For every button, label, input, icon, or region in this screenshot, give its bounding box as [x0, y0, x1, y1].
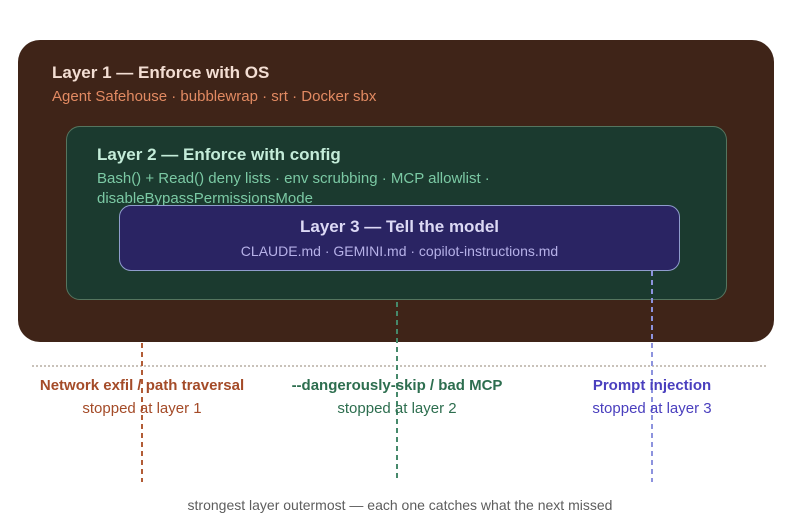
layer3-subtitle: CLAUDE.md · GEMINI.md · copilot-instruct…: [240, 242, 559, 259]
layer3-title: Layer 3 — Tell the model: [299, 216, 500, 236]
threat-stopped-at: stopped at layer 1: [82, 400, 202, 417]
layer3-drop-dashed-line: [651, 271, 653, 482]
threat-stopped-at: stopped at layer 2: [337, 400, 457, 417]
threat-name: --dangerously-skip / bad MCP: [291, 377, 503, 394]
baseline-dotted-rule: [32, 365, 766, 367]
layer2-drop-dashed-line: [396, 302, 398, 482]
layer1-title: Layer 1 — Enforce with OS: [52, 63, 270, 82]
diagram-caption: strongest layer outermost — each one cat…: [187, 497, 613, 513]
threat-label-prompt-injection: Prompt injection stopped at layer 3: [542, 374, 762, 420]
threat-name: Prompt injection: [592, 377, 712, 394]
layer1-subtitle: Agent Safehouse · bubblewrap · srt · Doc…: [52, 88, 377, 105]
layer2-subtitle: Bash() + Read() deny lists · env scrubbi…: [97, 170, 490, 207]
threat-name: Network exfil / path traversal: [39, 377, 245, 394]
threat-label-network-exfil: Network exfil / path traversal stopped a…: [32, 374, 252, 420]
threat-label-dangerously-skip: --dangerously-skip / bad MCP stopped at …: [282, 374, 512, 420]
layer1-drop-dashed-line: [141, 343, 143, 482]
layer3-box: Layer 3 — Tell the model CLAUDE.md · GEM…: [119, 205, 680, 271]
layer2-box: Layer 2 — Enforce with config Bash() + R…: [66, 126, 727, 300]
threat-stopped-at: stopped at layer 3: [592, 400, 712, 417]
layer2-title: Layer 2 — Enforce with config: [97, 145, 341, 164]
layer1-box: Layer 1 — Enforce with OS Agent Safehous…: [18, 40, 774, 342]
